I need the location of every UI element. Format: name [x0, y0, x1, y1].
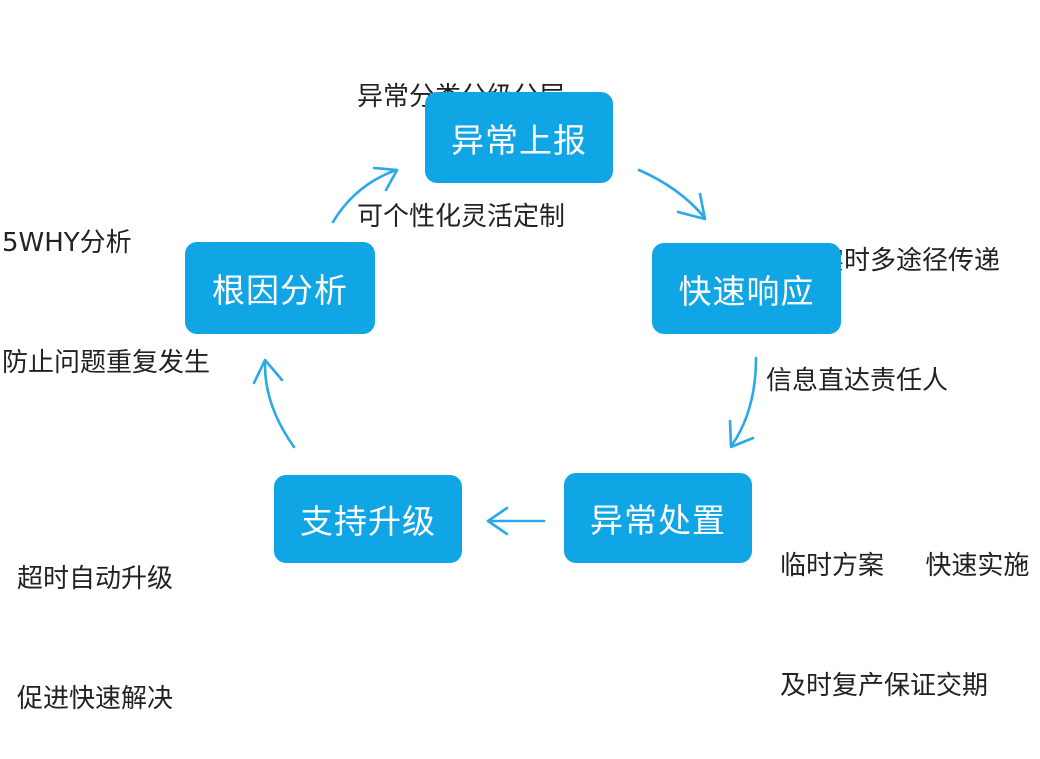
node-report: 异常上报 [425, 92, 613, 183]
arrow-response-to-handling [728, 356, 758, 449]
note-root-cause-line-1: 5WHY分析 [2, 228, 132, 258]
note-handling-line-1: 临时方案 快速实施 [780, 551, 1030, 581]
note-handling-line-2: 及时复产保证交期 [780, 671, 989, 701]
note-escalation-line-1: 超时自动升级 [17, 564, 174, 594]
note-handling: 临时方案 快速实施 及时复产保证交期 [780, 466, 1029, 746]
arrow-report-to-response [637, 168, 707, 221]
note-escalation-line-2: 促进快速解决 [17, 684, 174, 714]
note-report-line-2: 可个性化灵活定制 [357, 202, 566, 232]
arrow-escalation-to-root-cause [252, 358, 296, 449]
note-response-line-2: 信息直达责任人 [766, 366, 949, 396]
note-root-cause: 5WHY分析 防止问题重复发生 [2, 143, 210, 423]
note-root-cause-line-2: 防止问题重复发生 [2, 348, 211, 378]
node-response: 快速响应 [652, 243, 841, 334]
node-escalation: 支持升级 [274, 475, 462, 563]
arrow-handling-to-escalation [486, 506, 546, 536]
node-root-cause: 根因分析 [185, 242, 375, 334]
node-handling: 异常处置 [564, 473, 752, 563]
note-escalation: 超时自动升级 促进快速解决 [17, 479, 173, 759]
